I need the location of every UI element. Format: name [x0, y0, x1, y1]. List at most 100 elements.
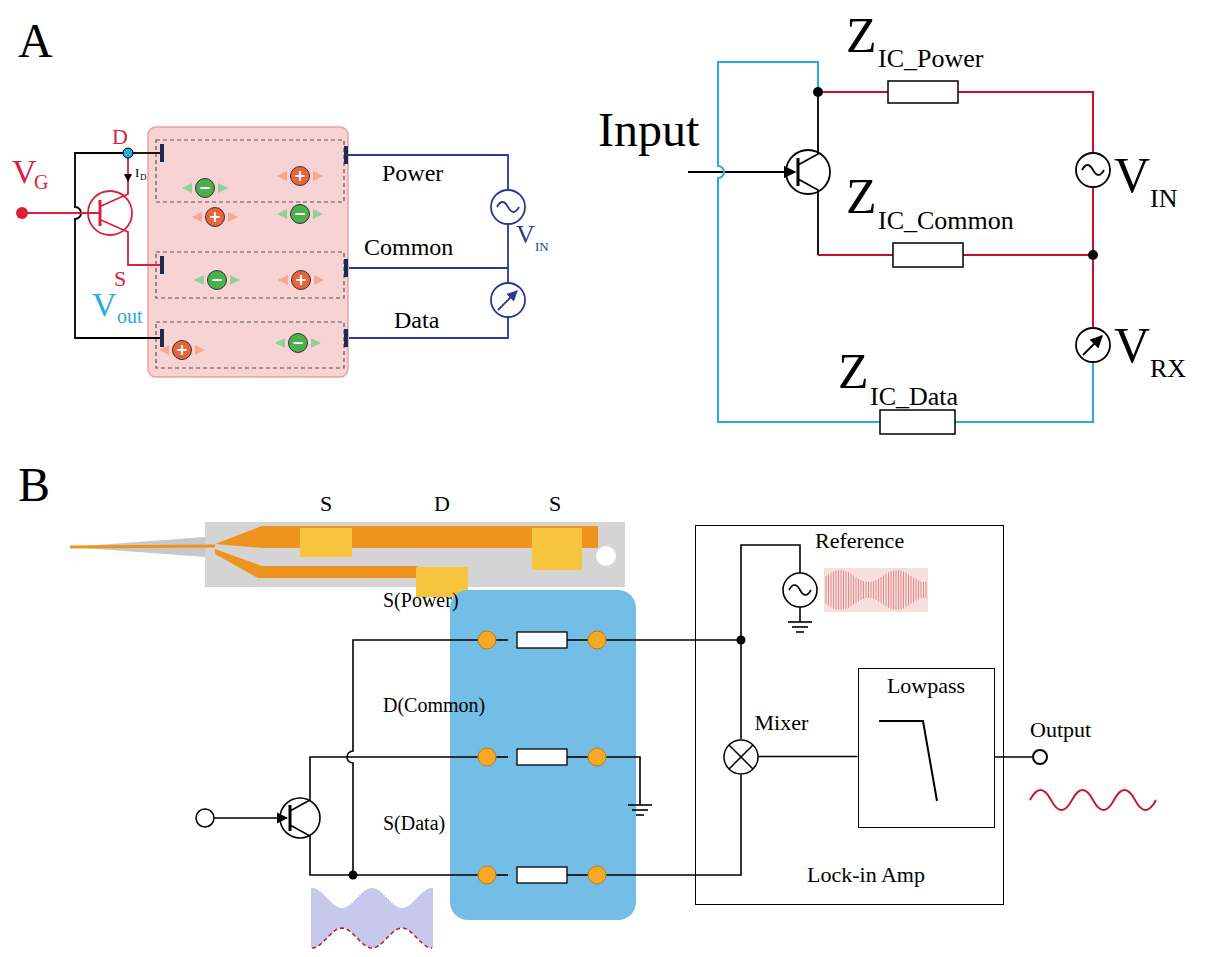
modulated-waveform — [356, 899, 357, 937]
voltage-symbol: V — [1114, 320, 1150, 370]
node-label: Lock-in Amp — [807, 864, 925, 886]
ion-arrows — [160, 176, 323, 350]
wire — [290, 757, 478, 811]
reference-waveform — [833, 572, 834, 609]
reference-waveform — [826, 576, 827, 604]
reference-source — [789, 585, 811, 595]
modulated-waveform — [336, 906, 337, 930]
reference-waveform — [838, 570, 839, 610]
modulated-waveform — [432, 888, 433, 948]
wire — [566, 874, 588, 876]
voltage-source — [1076, 153, 1110, 187]
wire — [818, 91, 888, 93]
ground-symbol — [632, 809, 648, 811]
ion-charge: + — [290, 166, 310, 186]
modulated-waveform — [422, 893, 423, 943]
probe-illustration — [70, 522, 625, 597]
junction-dot — [1088, 250, 1098, 260]
electrode — [160, 329, 164, 347]
reference-waveform — [911, 576, 912, 604]
signal-wire — [995, 756, 1033, 758]
reference-waveform — [903, 572, 904, 609]
tissue-region — [148, 127, 348, 377]
reference-waveform — [856, 577, 857, 603]
modulated-waveform — [414, 901, 415, 935]
ion-arrows — [313, 175, 322, 177]
impedance-symbol: Z — [846, 10, 877, 60]
electrode-chamber — [156, 140, 344, 368]
electrode-label: Common — [364, 235, 453, 259]
junction-dot — [349, 636, 746, 880]
input-terminal — [196, 809, 214, 827]
junction-dot — [813, 87, 823, 97]
reference-waveform — [921, 581, 922, 598]
charge-sign: + — [206, 208, 224, 226]
reference-waveform — [824, 568, 928, 612]
wire — [566, 756, 588, 758]
modulated-waveform — [374, 888, 375, 948]
signal-label: Input — [598, 106, 699, 154]
input-terminal — [196, 809, 214, 827]
voltage-symbol: V — [12, 155, 37, 189]
lowpass-filter-box: Lowpass — [858, 668, 995, 828]
modulated-waveform — [360, 895, 361, 941]
modulated-waveform — [370, 888, 371, 948]
terminal-label: D — [112, 126, 128, 148]
reference-waveform — [878, 579, 879, 602]
modulated-waveform — [410, 905, 411, 932]
ion-charge: + — [172, 340, 192, 360]
reference-waveform — [863, 581, 864, 599]
ion-arrows — [160, 349, 169, 351]
wire — [818, 254, 893, 256]
lock-in-amplifier-box: Lock-in AmpMixerLowpass — [695, 525, 1004, 905]
ion-arrows — [195, 279, 204, 281]
transistor-symbol — [280, 798, 320, 838]
charge-sign: − — [289, 334, 307, 352]
ion-arrows — [195, 349, 204, 351]
voltage-symbol: V — [1114, 150, 1150, 200]
ion-arrows — [183, 187, 192, 189]
ion-charge: + — [291, 270, 311, 290]
terminal-dot — [16, 207, 28, 219]
transistor-symbol — [280, 798, 320, 838]
ion-charge: + — [205, 207, 225, 227]
reference-waveform — [918, 581, 919, 600]
pin-terminal — [478, 748, 496, 766]
meter-symbol — [1076, 328, 1110, 362]
modulated-waveform — [350, 905, 351, 932]
subscript: out — [117, 306, 143, 326]
electrode-label: Data — [394, 308, 439, 332]
voltage-source — [491, 190, 525, 224]
resistor-symbol — [517, 632, 567, 883]
wire — [346, 155, 508, 338]
meter-symbol — [498, 291, 517, 310]
reference-waveform — [836, 571, 837, 610]
wire — [566, 639, 588, 641]
pin-terminal — [478, 631, 606, 884]
charge-sign: − — [196, 179, 214, 197]
modulated-waveform — [316, 889, 317, 947]
electrode-label: Power — [382, 161, 443, 185]
resistor-symbol — [517, 867, 567, 883]
transistor-symbol — [22, 212, 100, 214]
transistor-symbol — [289, 805, 292, 831]
junction-dot — [813, 87, 1098, 260]
reference-waveform — [891, 571, 892, 609]
voltage-symbol: V — [92, 288, 117, 322]
voltage-source — [491, 190, 525, 224]
electrode — [344, 329, 348, 347]
reference-waveform — [888, 572, 889, 607]
modulated-waveform — [404, 908, 405, 928]
pin-terminal — [588, 748, 606, 766]
modulated-waveform — [392, 903, 393, 933]
wire — [496, 874, 508, 876]
wire — [606, 545, 800, 640]
reference-waveform — [908, 574, 909, 605]
modulated-waveform — [380, 891, 381, 944]
pin-label: D(Common) — [383, 695, 485, 715]
reference-waveform — [873, 581, 874, 599]
ion-charge: − — [290, 204, 310, 224]
modulated-waveform — [398, 907, 399, 929]
reference-source — [783, 573, 817, 607]
current-arrow — [124, 174, 132, 182]
